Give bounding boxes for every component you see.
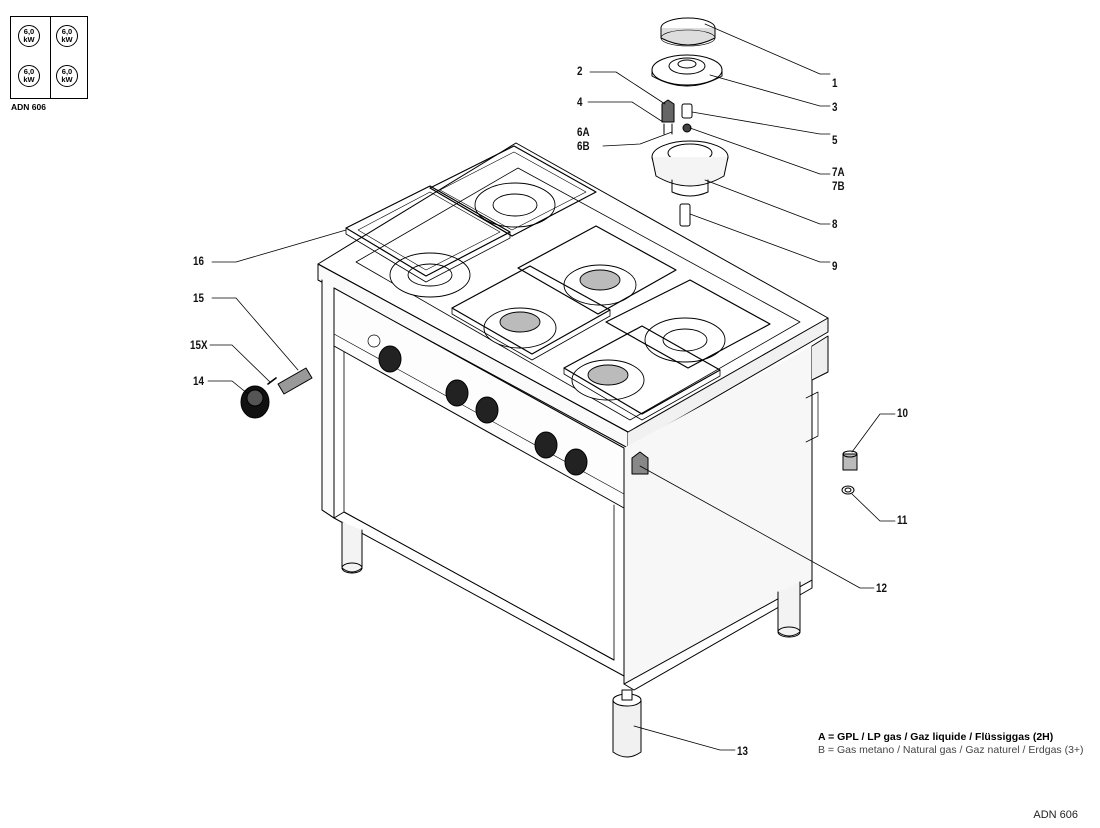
burner-power-badge: 6,0 kW bbox=[56, 65, 78, 87]
burner-power-badge: 6,0 kW bbox=[18, 65, 40, 87]
part-label-5: 5 bbox=[832, 133, 838, 147]
part-label-6a: 6A bbox=[577, 125, 590, 139]
pan-supports bbox=[345, 145, 771, 421]
part-label-1: 1 bbox=[832, 76, 838, 90]
part-label-13: 13 bbox=[737, 744, 748, 758]
cabinet-feet bbox=[341, 521, 801, 638]
cabinet bbox=[317, 142, 829, 691]
part-label-8: 8 bbox=[832, 217, 838, 231]
hob-burners bbox=[389, 182, 726, 401]
leader-lines bbox=[207, 23, 896, 751]
part-label-2: 2 bbox=[577, 64, 583, 78]
part-label-4: 4 bbox=[577, 95, 583, 109]
part-label-9: 9 bbox=[832, 259, 838, 273]
power-box-divider bbox=[50, 17, 51, 98]
control-knobs bbox=[378, 345, 588, 476]
part-label-6b: 6B bbox=[577, 139, 590, 153]
part-label-12: 12 bbox=[876, 581, 887, 595]
part-label-16: 16 bbox=[193, 254, 204, 268]
part-label-15x: 15X bbox=[190, 338, 208, 352]
part-label-7b: 7B bbox=[832, 179, 845, 193]
part-label-3: 3 bbox=[832, 100, 838, 114]
legend-a: A = GPL / LP gas / Gaz liquide / Flüssig… bbox=[818, 731, 1054, 743]
exploded-parts bbox=[240, 17, 858, 758]
burner-power-badge: 6,0 kW bbox=[56, 25, 78, 47]
part-label-14: 14 bbox=[193, 374, 204, 388]
burner-power-badge: 6,0 kW bbox=[18, 25, 40, 47]
part-label-15: 15 bbox=[193, 291, 204, 305]
model-tag: ADN 606 bbox=[11, 102, 46, 112]
footer-model: ADN 606 bbox=[1033, 809, 1078, 821]
legend-b: B = Gas metano / Natural gas / Gaz natur… bbox=[818, 744, 1084, 756]
part-label-11: 11 bbox=[897, 513, 908, 527]
part-label-7a: 7A bbox=[832, 165, 845, 179]
power-rating-box: 6,0 kW 6,0 kW 6,0 kW 6,0 kW bbox=[10, 16, 88, 99]
part-label-10: 10 bbox=[897, 406, 908, 420]
